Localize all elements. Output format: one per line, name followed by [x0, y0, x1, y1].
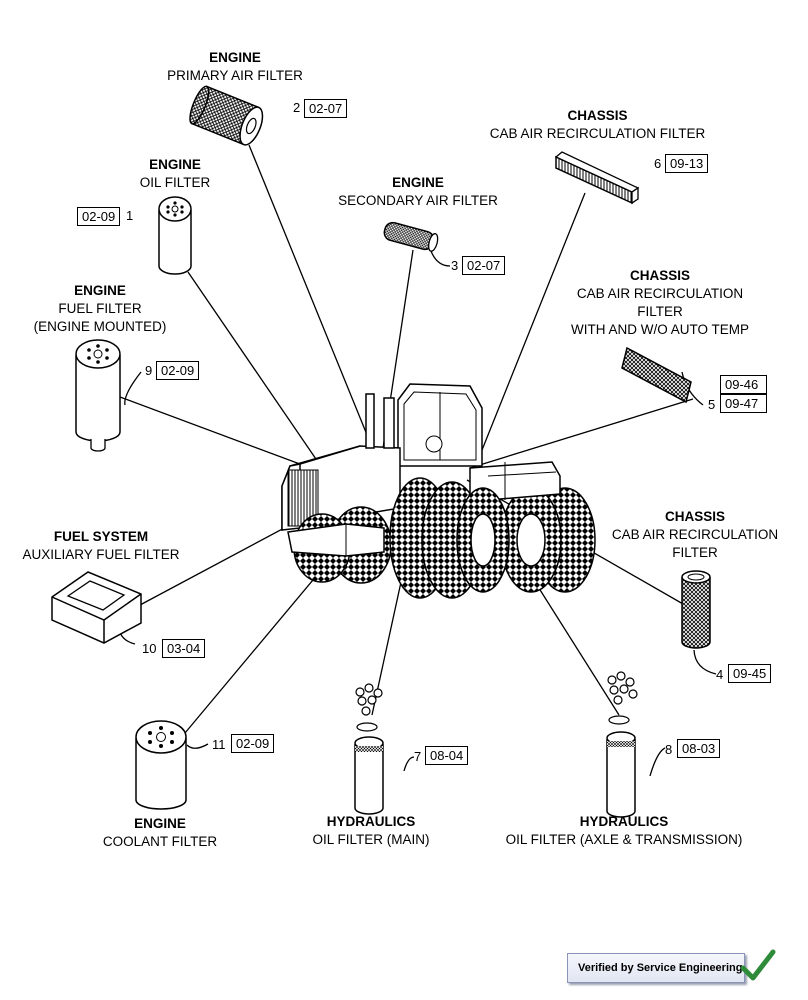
- category-label: ENGINE: [392, 175, 444, 190]
- item-number: 1: [126, 208, 134, 223]
- item-number: 3: [451, 258, 459, 273]
- badge-text: Verified by Service Engineering: [578, 962, 743, 974]
- filter-name: AUXILIARY FUEL FILTER: [22, 547, 180, 562]
- ref-box[interactable]: 09-46: [720, 375, 767, 394]
- checkmark-icon: [740, 949, 776, 981]
- ref-box[interactable]: 08-03: [677, 739, 721, 758]
- filter-name: CAB AIR RECIRCULATION FILTER: [489, 126, 706, 141]
- category-label: HYDRAULICS: [579, 814, 669, 829]
- filter-name: FILTER: [672, 545, 718, 560]
- caption-primary-air-filter: ENGINE PRIMARY AIR FILTER: [140, 49, 330, 85]
- caption-secondary-air-filter: ENGINE SECONDARY AIR FILTER: [318, 174, 518, 210]
- fuel-filter-art: [75, 339, 121, 452]
- verified-badge: Verified by Service Engineering: [567, 953, 745, 983]
- category-label: ENGINE: [74, 283, 126, 298]
- ref-box[interactable]: 09-45: [728, 664, 772, 683]
- ref-box[interactable]: 02-07: [304, 99, 348, 118]
- caption-hydraulic-axle: HYDRAULICS OIL FILTER (AXLE & TRANSMISSI…: [488, 813, 760, 849]
- tractor-illustration: [281, 383, 596, 599]
- category-label: FUEL SYSTEM: [53, 529, 149, 544]
- ref-box[interactable]: 02-09: [156, 361, 200, 380]
- item-number: 8: [665, 742, 673, 757]
- filter-name: PRIMARY AIR FILTER: [167, 68, 303, 83]
- ref-box[interactable]: 08-04: [425, 746, 469, 765]
- category-label: ENGINE: [149, 157, 201, 172]
- hydraulic-axle-filter-art: [606, 671, 638, 818]
- item-number: 5: [708, 397, 716, 412]
- category-label: CHASSIS: [664, 509, 725, 524]
- caption-coolant-filter: ENGINE COOLANT FILTER: [90, 815, 230, 851]
- category-label: ENGINE: [134, 816, 186, 831]
- ref-box[interactable]: 09-13: [665, 154, 709, 173]
- ref-box[interactable]: 02-09: [231, 734, 275, 753]
- filter-name: CAB AIR RECIRCULATION: [611, 527, 779, 542]
- oil-filter-art: [158, 196, 192, 275]
- item-number: 9: [145, 363, 153, 378]
- ref-box[interactable]: 09-47: [720, 394, 767, 413]
- item-number: 7: [414, 749, 422, 764]
- caption-cab-filter-5: CHASSIS CAB AIR RECIRCULATION FILTER WIT…: [545, 267, 775, 339]
- cab-filter-5-art: [621, 346, 692, 404]
- filter-name: OIL FILTER (AXLE & TRANSMISSION): [505, 832, 743, 847]
- item-number: 10: [142, 641, 157, 656]
- category-label: CHASSIS: [567, 108, 628, 123]
- item-number: 6: [654, 156, 662, 171]
- ref-box[interactable]: 02-09: [77, 207, 121, 226]
- category-label: HYDRAULICS: [326, 814, 416, 829]
- item-number: 4: [716, 667, 724, 682]
- filter-name: WITH AND W/O AUTO TEMP: [570, 322, 749, 337]
- aux-fuel-filter-art: [51, 571, 142, 644]
- caption-hydraulic-main: HYDRAULICS OIL FILTER (MAIN): [296, 813, 446, 849]
- filter-name: FUEL FILTER: [58, 301, 142, 316]
- ref-box[interactable]: 02-07: [462, 256, 506, 275]
- filter-name: (ENGINE MOUNTED): [33, 319, 167, 334]
- filter-name: SECONDARY AIR FILTER: [338, 193, 498, 208]
- caption-cab-filter-6: CHASSIS CAB AIR RECIRCULATION FILTER: [470, 107, 725, 143]
- category-label: CHASSIS: [629, 268, 690, 283]
- ref-box[interactable]: 03-04: [162, 639, 206, 658]
- category-label: ENGINE: [209, 50, 261, 65]
- cab-filter-4-art: [681, 570, 711, 649]
- caption-aux-fuel-filter: FUEL SYSTEM AUXILIARY FUEL FILTER: [10, 528, 192, 564]
- filter-name: OIL FILTER: [139, 175, 211, 190]
- hydraulic-main-filter-art: [354, 683, 384, 815]
- coolant-filter-art: [135, 720, 187, 810]
- secondary-air-filter-art: [383, 221, 439, 252]
- caption-fuel-filter: ENGINE FUEL FILTER (ENGINE MOUNTED): [10, 282, 190, 336]
- cab-filter-6-art: [554, 151, 640, 205]
- primary-air-filter-art: [189, 85, 264, 146]
- caption-oil-filter: ENGINE OIL FILTER: [95, 156, 255, 192]
- item-number: 11: [212, 737, 226, 752]
- filter-name: OIL FILTER (MAIN): [312, 832, 430, 847]
- filter-name: COOLANT FILTER: [102, 834, 218, 849]
- filter-name: FILTER: [637, 304, 683, 319]
- item-number: 2: [293, 100, 301, 115]
- caption-cab-filter-4: CHASSIS CAB AIR RECIRCULATION FILTER: [600, 508, 790, 562]
- filter-name: CAB AIR RECIRCULATION: [576, 286, 744, 301]
